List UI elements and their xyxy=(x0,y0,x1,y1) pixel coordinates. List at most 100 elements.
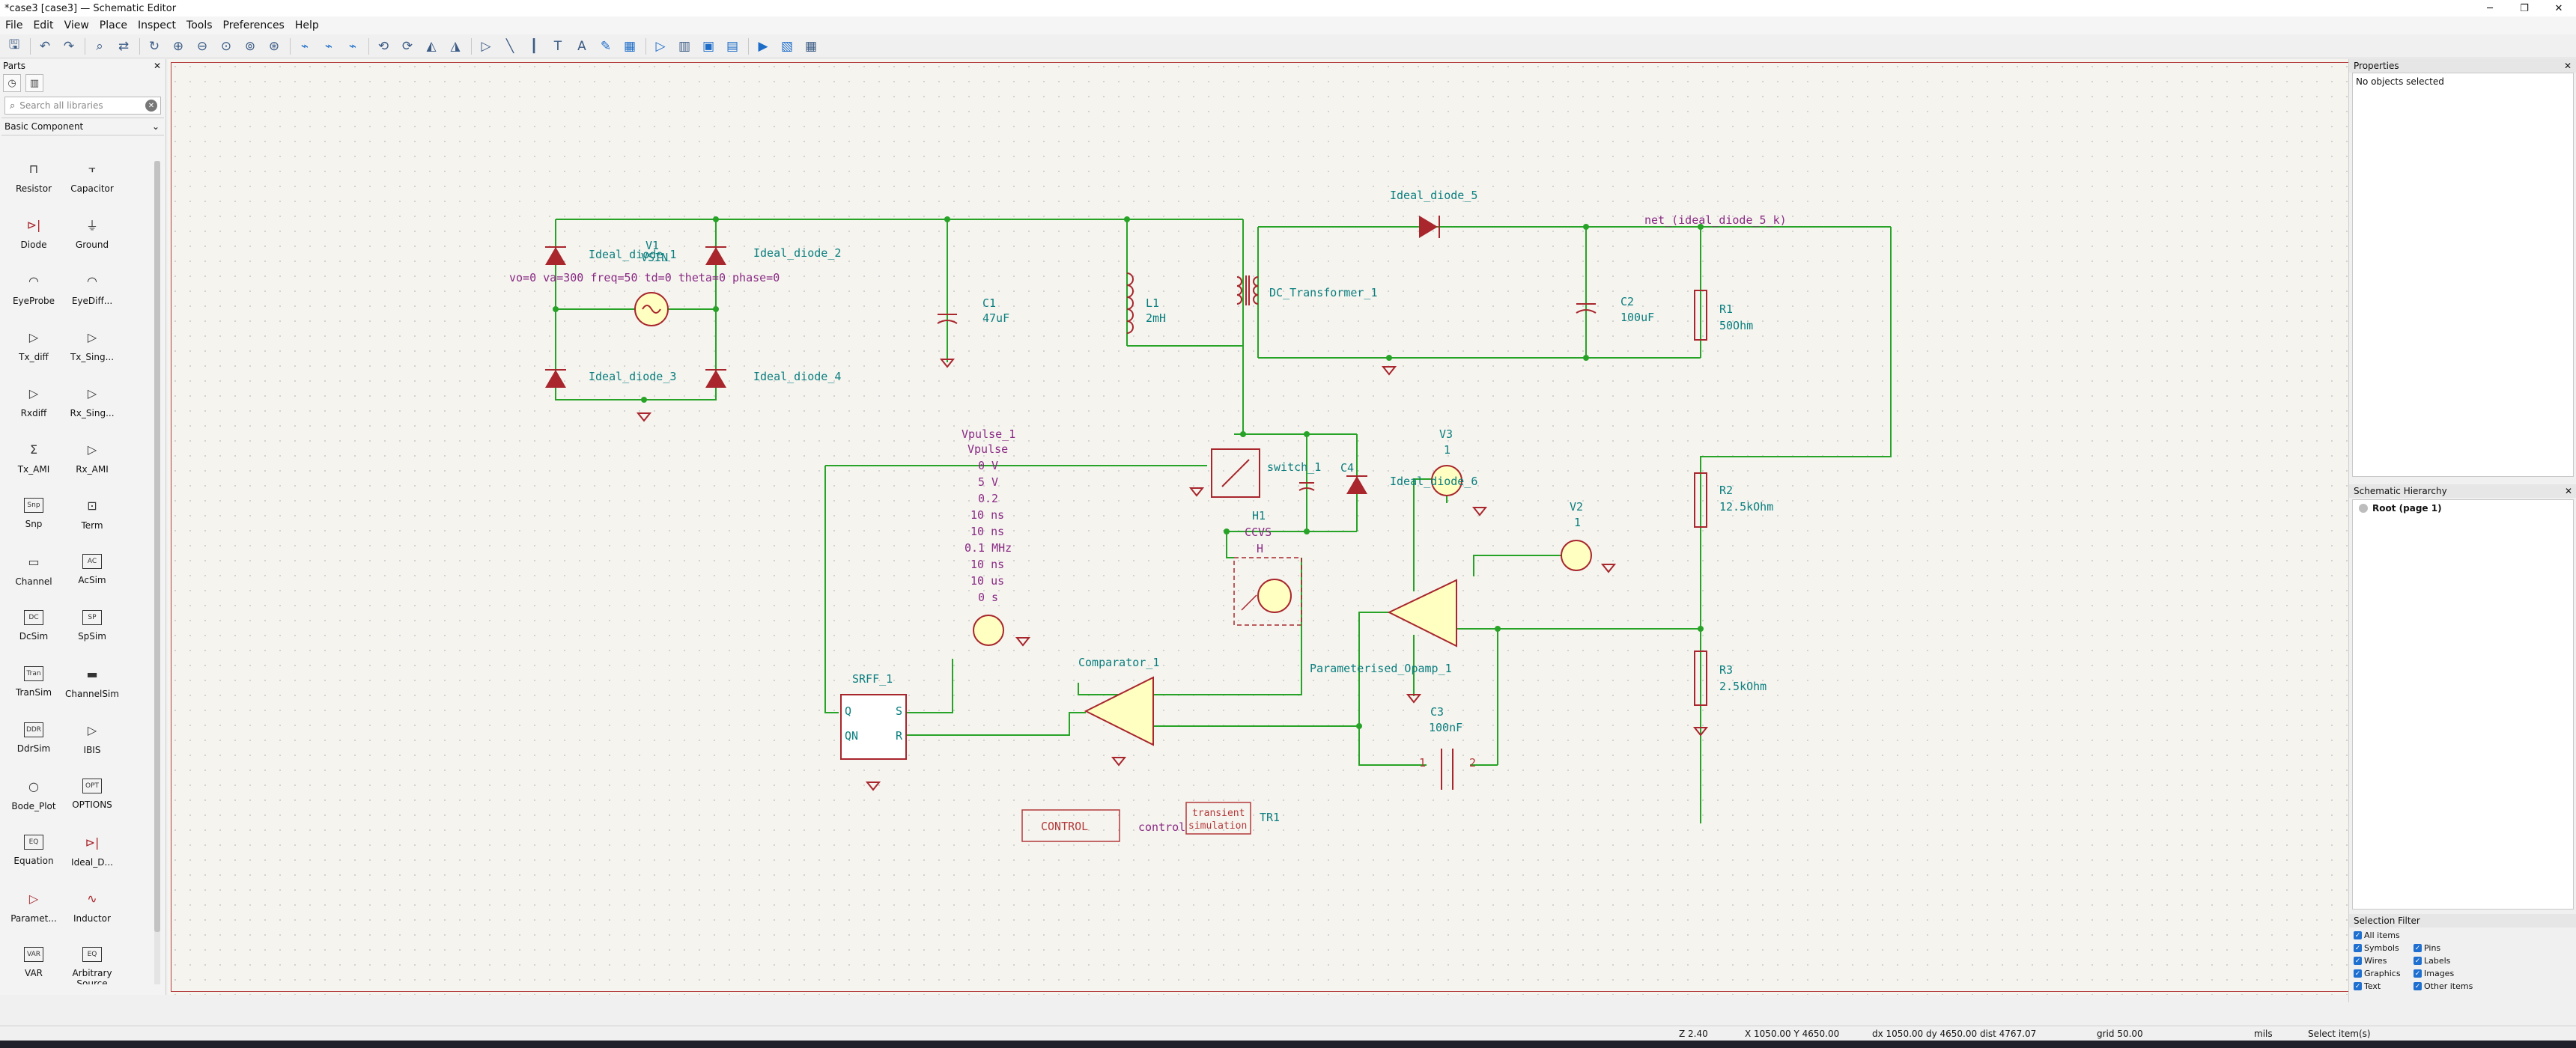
replace-icon[interactable]: ⇄ xyxy=(118,38,130,54)
parts-scrollbar[interactable] xyxy=(154,161,160,984)
erc-icon[interactable]: ▦ xyxy=(623,38,637,54)
scripting-icon[interactable]: ▧ xyxy=(780,38,794,54)
redo-icon[interactable]: ↷ xyxy=(63,38,75,54)
bom-icon[interactable]: ▣ xyxy=(702,38,715,54)
part-search-input[interactable]: ⌕ Search all libraries ✕ xyxy=(4,97,161,115)
checkbox-icon[interactable]: ✓ xyxy=(2414,944,2422,952)
part-eyediff[interactable]: ◠EyeDiff... xyxy=(63,266,121,322)
recent-parts-icon[interactable]: ◷ xyxy=(3,74,21,92)
filter-symbols[interactable]: ✓Symbols xyxy=(2354,942,2414,954)
c3-capacitor[interactable] xyxy=(1441,749,1453,790)
part-channelsim[interactable]: ▬ChannelSim xyxy=(63,659,121,715)
checkbox-icon[interactable]: ✓ xyxy=(2354,957,2362,965)
schematic-canvas[interactable]: V1 VSIN vo=0 va=300 freq=50 td=0 theta=0… xyxy=(168,59,2546,995)
checkbox-icon[interactable]: ✓ xyxy=(2414,982,2422,990)
v2-source-symbol[interactable] xyxy=(1561,540,1592,571)
library-select[interactable]: Basic Component ⌄ xyxy=(1,118,164,135)
library-browser-icon[interactable]: ▥ xyxy=(25,74,43,92)
hierarchy-icon[interactable]: ⌁ xyxy=(348,38,357,54)
part-ground[interactable]: ⏚Ground xyxy=(63,210,121,266)
symbol-editor-icon[interactable]: ▷ xyxy=(481,38,491,54)
part-term[interactable]: ⊡Term xyxy=(63,490,121,546)
l1-inductor[interactable] xyxy=(1126,272,1134,334)
rotate-ccw-icon[interactable]: ⟲ xyxy=(377,38,389,54)
v1-source[interactable] xyxy=(634,292,669,326)
bus-icon[interactable]: ┃ xyxy=(529,38,538,54)
filter-images[interactable]: ✓Images xyxy=(2414,967,2481,980)
menu-help[interactable]: Help xyxy=(294,19,319,31)
dc-transformer[interactable] xyxy=(1236,275,1259,305)
srff-symbol[interactable] xyxy=(840,694,907,760)
part-rx-diff[interactable]: ▷Rxdiff xyxy=(4,378,63,434)
scrollbar-thumb[interactable] xyxy=(154,161,160,932)
zoom-out-icon[interactable]: ⊖ xyxy=(196,38,208,54)
close-button[interactable]: ✕ xyxy=(2554,2,2563,14)
ideal-diode-1-symbol[interactable] xyxy=(545,247,566,265)
menu-place[interactable]: Place xyxy=(99,19,128,31)
part-diode[interactable]: ⊳|Diode xyxy=(4,210,63,266)
text-icon[interactable]: T xyxy=(553,38,562,54)
control-block[interactable] xyxy=(1021,809,1120,842)
part-tx-diff[interactable]: ▷Tx_diff xyxy=(4,322,63,378)
highlight-net-icon[interactable]: ⌁ xyxy=(300,38,309,54)
part-inductor[interactable]: ∿Inductor xyxy=(63,883,121,939)
parameterised-opamp-symbol[interactable] xyxy=(1387,579,1457,648)
part-rx-ami[interactable]: ▷Rx_AMI xyxy=(63,434,121,490)
mirror-v-icon[interactable]: ◭ xyxy=(426,38,437,54)
table-icon[interactable]: ▦ xyxy=(804,38,818,54)
checkbox-icon[interactable]: ✓ xyxy=(2354,931,2362,939)
hierarchy-root-item[interactable]: Root (page 1) xyxy=(2359,503,2567,514)
part-parametric[interactable]: ▷Paramet... xyxy=(4,883,63,939)
r2-resistor[interactable] xyxy=(1694,472,1707,528)
switch-1-symbol[interactable] xyxy=(1211,448,1260,498)
part-ibis[interactable]: ▷IBIS xyxy=(63,715,121,771)
v3-source-symbol[interactable] xyxy=(1431,465,1462,496)
checkbox-icon[interactable]: ✓ xyxy=(2414,969,2422,978)
mirror-h-icon[interactable]: ◮ xyxy=(450,38,461,54)
filter-labels[interactable]: ✓Labels xyxy=(2414,954,2481,967)
part-tx-single[interactable]: ▷Tx_Sing... xyxy=(63,322,121,378)
part-eyeprobe[interactable]: ◠EyeProbe xyxy=(4,266,63,322)
c4-capacitor[interactable] xyxy=(1298,482,1315,491)
checkbox-icon[interactable]: ✓ xyxy=(2354,944,2362,952)
menu-inspect[interactable]: Inspect xyxy=(138,19,177,31)
navigate-icon[interactable]: ⌁ xyxy=(324,38,333,54)
ideal-diode-6-symbol[interactable] xyxy=(1346,476,1367,494)
simulate-icon[interactable]: ▶ xyxy=(758,38,768,54)
filter-text[interactable]: ✓Text xyxy=(2354,980,2414,993)
filter-graphics[interactable]: ✓Graphics xyxy=(2354,967,2414,980)
close-icon[interactable]: ✕ xyxy=(2563,61,2572,71)
r3-resistor[interactable] xyxy=(1694,651,1707,706)
clear-search-icon[interactable]: ✕ xyxy=(145,100,157,112)
c2-capacitor[interactable] xyxy=(1576,303,1597,314)
minimize-button[interactable]: ─ xyxy=(2487,2,2493,14)
transient-simulation-block[interactable] xyxy=(1185,802,1251,835)
zoom-fit-icon[interactable]: ⊙ xyxy=(220,38,232,54)
bridge-diodes[interactable] xyxy=(545,246,726,388)
checkbox-icon[interactable]: ✓ xyxy=(2414,957,2422,965)
find-icon[interactable]: ⌕ xyxy=(96,38,103,54)
footprint-icon[interactable]: ▤ xyxy=(726,38,739,54)
save-icon[interactable]: 🖫 xyxy=(8,37,20,52)
label-icon[interactable]: A xyxy=(577,38,586,54)
checkbox-icon[interactable]: ✓ xyxy=(2354,982,2362,990)
filter-all-items[interactable]: ✓All items xyxy=(2354,929,2481,942)
ideal-diode-5[interactable] xyxy=(1419,216,1440,238)
maximize-button[interactable]: ❐ xyxy=(2520,2,2529,14)
annotate-icon[interactable]: ✎ xyxy=(600,38,612,54)
part-rx-single[interactable]: ▷Rx_Sing... xyxy=(63,378,121,434)
schematic-drawing[interactable]: V1 VSIN vo=0 va=300 freq=50 td=0 theta=0… xyxy=(168,59,2546,995)
menu-edit[interactable]: Edit xyxy=(33,19,54,31)
menu-tools[interactable]: Tools xyxy=(186,19,213,31)
ideal-diode-6[interactable] xyxy=(1346,475,1367,494)
ideal-diode-4-symbol[interactable] xyxy=(705,370,726,388)
filter-pins[interactable]: ✓Pins xyxy=(2414,942,2481,954)
ideal-diode-5-symbol[interactable] xyxy=(1419,216,1438,238)
